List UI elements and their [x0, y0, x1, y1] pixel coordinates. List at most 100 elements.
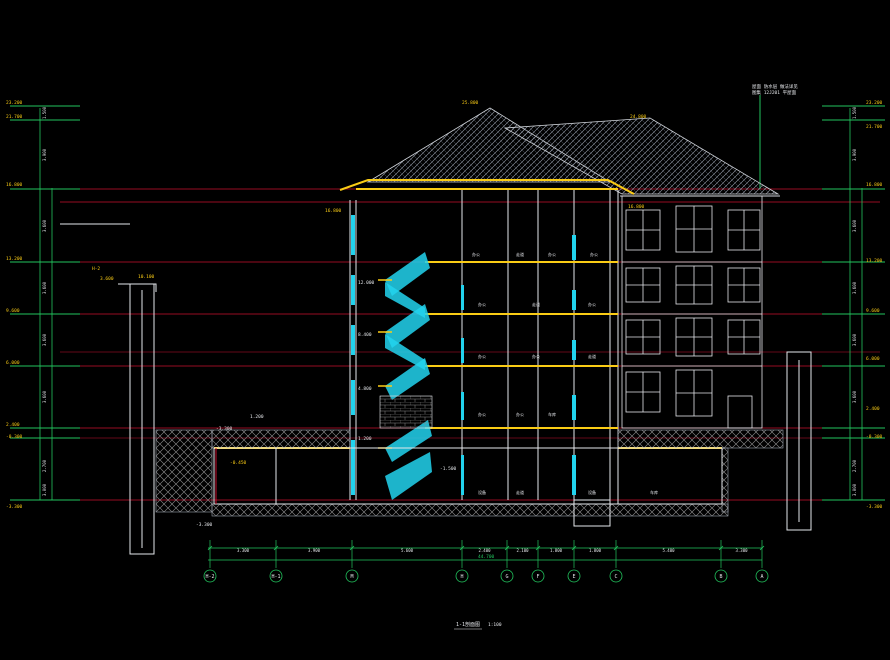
left-boundary-wall [118, 283, 157, 555]
room-label: 车库 [548, 411, 556, 417]
drawing-title: 1-1剖面图 [456, 621, 480, 628]
room-labels: 办公走道办公办公办公走道办公办公办公走道办公办公车库走道设备设备车库 [472, 251, 658, 495]
ground-fill [155, 429, 784, 527]
left-elevation-value: 23.200 [6, 100, 23, 106]
basement-dim: 1.200 [250, 414, 264, 420]
axis-m-bubble [345, 569, 359, 583]
basement-ceiling-elevation: -0.450 [230, 460, 247, 466]
axis-c-bubble [609, 569, 623, 583]
bottom-dim-value: 2.400 [478, 548, 491, 553]
room-label: 走道 [516, 489, 524, 495]
room-label: 办公 [478, 301, 486, 307]
floor-slabs [214, 188, 722, 449]
top-right-note2: 图集 12J201 平屋面 [752, 89, 797, 96]
axis-c-label: C [614, 574, 617, 580]
right-elevation-value: -3.300 [866, 504, 883, 510]
room-label: 办公 [478, 411, 486, 417]
segment-dim-value: 3.900 [852, 148, 857, 161]
roof-peak-elevation: 25.800 [462, 100, 479, 106]
left-elevation-value: 2.400 [6, 422, 20, 428]
basement-label: -3.300 [216, 426, 233, 432]
axis-e-label: E [572, 574, 575, 580]
roof [339, 107, 780, 197]
right-elevation-value: 23.200 [866, 100, 883, 106]
segment-dim-value: 3.000 [42, 483, 47, 496]
left-wall-label: 3.600 [100, 276, 114, 282]
basement [213, 447, 723, 505]
drawing-scale: 1:100 [488, 622, 502, 628]
segment-dim-value: 1.500 [852, 106, 857, 119]
bottom-dim-value: 3.300 [237, 548, 250, 553]
segment-dim-value: 3.600 [852, 281, 857, 294]
room-label: 走道 [588, 353, 596, 359]
left-marker: H-2 [92, 266, 100, 272]
bottom-dim-value: 5.400 [662, 548, 675, 553]
right-boundary-wall [786, 351, 812, 531]
bottom-dim-value: 5.600 [401, 548, 414, 553]
top-right-note: 屋面 防水层 做法详见 [752, 83, 798, 90]
stair-level-4: 1.200 [358, 436, 372, 442]
axis-g-bubble [500, 569, 514, 583]
left-elevation-value: -3.300 [6, 504, 23, 510]
bottom-dim-value: 3.300 [735, 548, 748, 553]
room-label: 办公 [548, 251, 556, 257]
right-elevation-value: 9.600 [866, 308, 880, 314]
glazing [351, 215, 576, 495]
segment-dim-value: 3.600 [42, 333, 47, 346]
room-label: 办公 [516, 411, 524, 417]
axis-b-bubble [714, 569, 728, 583]
annotations: 25.800 24.800 屋面 防水层 做法详见 图集 12J201 平屋面 … [92, 83, 798, 528]
segment-dim-value: 3.600 [852, 333, 857, 346]
left-elevation-value: 9.600 [6, 308, 20, 314]
eave-right-elevation: 16.800 [628, 204, 645, 210]
room-label: 办公 [588, 301, 596, 307]
room-label: 办公 [532, 353, 540, 359]
right-facade [621, 195, 763, 429]
bottom-dim-value: 1.800 [550, 548, 563, 553]
right-segment-values: 1.500 3.900 3.600 3.600 3.600 3.600 2.700 3.000 [852, 106, 857, 496]
stair-level-2: 8.400 [358, 332, 372, 338]
segment-dim-value: 3.600 [852, 390, 857, 403]
roof-right [503, 117, 780, 195]
segment-dim-value: 2.700 [852, 459, 857, 472]
room-label: 办公 [472, 251, 480, 257]
stair-level-3: 4.800 [358, 386, 372, 392]
right-elevation-value: 16.800 [866, 182, 883, 188]
segment-dim-value: 3.600 [852, 219, 857, 232]
axis-h-bubble [455, 569, 469, 583]
axis-g-label: G [505, 574, 508, 580]
bottom-dimension-lines [208, 547, 762, 561]
right-elevation-value: 2.400 [866, 406, 880, 412]
axis-f-bubble [531, 569, 545, 583]
axis-a-bubble [755, 569, 769, 583]
right-elevation-value: 6.000 [866, 356, 880, 362]
bottom-dim-value: 3.900 [308, 548, 321, 553]
axis-h2-label: H-2 [205, 574, 214, 580]
room-label: 车库 [650, 489, 658, 495]
staircase [378, 252, 433, 500]
segment-dim-value: 3.900 [42, 148, 47, 161]
segment-dim-value: 3.000 [852, 483, 857, 496]
stair-level-6: -3.300 [196, 522, 213, 528]
right-elevation-value: -0.300 [866, 434, 883, 440]
axis-h1-label: H-1 [271, 574, 280, 580]
room-label: 走道 [516, 251, 524, 257]
left-parapet-elevation: 16.800 [325, 208, 342, 214]
left-wall-top-elevation: 10.100 [138, 274, 155, 280]
axis-f-label: F [536, 574, 539, 580]
axis-h2-bubble [203, 569, 217, 583]
left-elevation-value: 21.700 [6, 114, 23, 120]
left-elevation-ruler [10, 105, 130, 501]
right-elevation-value: 13.200 [866, 258, 883, 264]
segment-dim-value: 3.600 [42, 281, 47, 294]
stair-level-5: -1.500 [440, 466, 457, 472]
room-label: 设备 [478, 489, 486, 495]
left-elevation-values: 23.20021.70016.80013.2009.6006.0002.400-… [6, 100, 23, 510]
right-elevation-ruler [759, 95, 885, 501]
room-label: 走道 [532, 301, 540, 307]
bottom-dim-value: 2.100 [516, 548, 529, 553]
